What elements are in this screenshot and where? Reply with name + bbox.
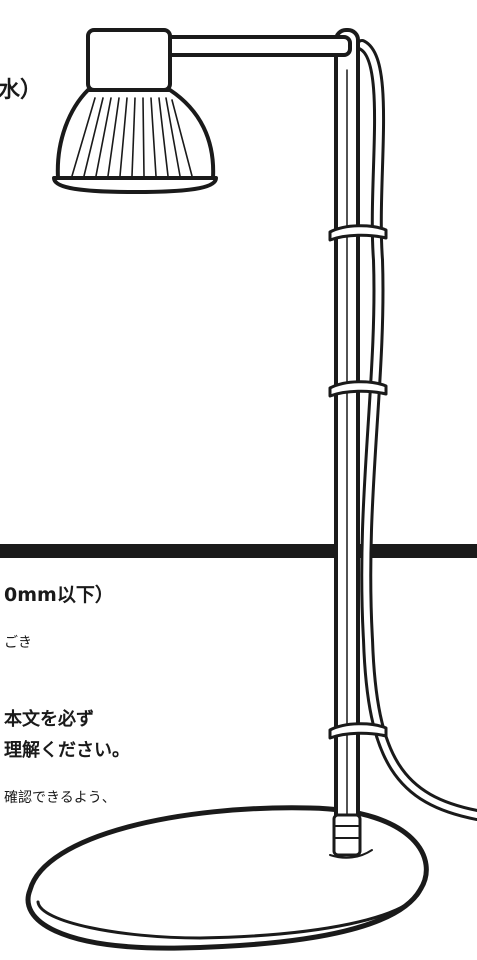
page-title-fragment: 水） — [0, 78, 43, 103]
body-text-fragment: 確認できるよう、 — [4, 790, 116, 806]
spec-heading-fragment: 0mm以下） — [4, 584, 114, 606]
power-cord — [356, 39, 477, 821]
lamp-head — [52, 28, 218, 194]
cord-clip — [328, 224, 388, 242]
cord-clip — [328, 380, 388, 398]
warning-line-2: 理解ください。 — [4, 740, 130, 761]
cord-clip — [328, 722, 388, 740]
lamp-arm — [148, 35, 352, 57]
warning-line-1: 本文を必ず — [4, 709, 94, 730]
lamp-base — [25, 805, 429, 951]
note-text-fragment: ごき — [4, 635, 32, 651]
